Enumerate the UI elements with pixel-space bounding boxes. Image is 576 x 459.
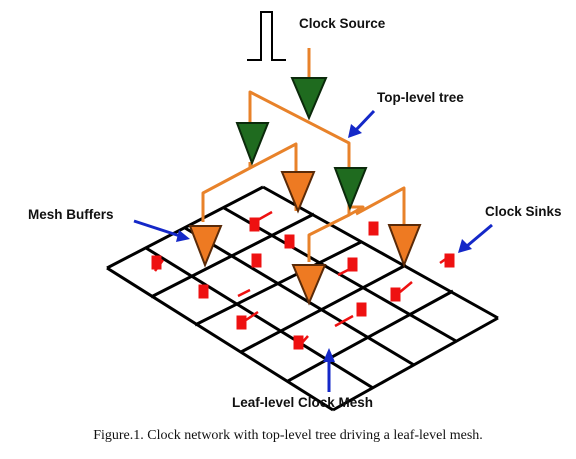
clock-sink (293, 335, 304, 350)
tree-wire (201, 162, 252, 222)
label-clock-source: Clock Source (299, 16, 386, 31)
mesh-buffers (188, 171, 422, 306)
clock-sink (444, 253, 455, 268)
arrowhead (323, 348, 335, 362)
arrow-clock-sinks (466, 223, 493, 248)
mesh-line (106, 266, 334, 412)
label-top-level-tree: Top-level tree (377, 90, 464, 105)
clock-sink (356, 302, 367, 317)
tree-wire (248, 90, 351, 170)
mesh-line (332, 316, 499, 412)
mesh-line (287, 289, 454, 383)
clock-sink (368, 221, 379, 236)
clock-sink (151, 255, 162, 270)
tree-wire (249, 142, 298, 172)
mesh-line (106, 185, 264, 270)
clock-sink (251, 253, 262, 268)
label-clock-sinks: Clock Sinks (485, 204, 562, 219)
mesh-line (184, 226, 415, 367)
tree-buffer (333, 167, 368, 211)
leaf-level-mesh (106, 185, 499, 412)
tree-buffers (235, 77, 368, 211)
mesh-line (240, 263, 407, 354)
clock-sink (236, 315, 247, 330)
mesh-line (145, 246, 374, 390)
arrowhead (348, 124, 362, 138)
arrowhead (458, 239, 472, 253)
arrow-mesh-buffers (133, 219, 181, 238)
clock-sink (390, 287, 401, 302)
clock-source-waveform (247, 11, 286, 61)
sink-stub (334, 314, 354, 328)
clock-sink (198, 284, 209, 299)
annotation-arrows (133, 109, 493, 392)
tree-wire (348, 205, 365, 217)
mesh-buffer (280, 171, 316, 214)
sink-stub (245, 310, 259, 322)
clock-sinks (151, 210, 455, 350)
clock-sink (284, 234, 295, 249)
arrow-top-level-tree (353, 109, 376, 133)
mesh-line (262, 185, 499, 320)
mesh-buffer (188, 225, 223, 268)
sink-stub (337, 266, 353, 277)
tree-buffer (290, 77, 328, 121)
sink-stub (237, 288, 251, 298)
clock-sink (249, 217, 260, 232)
label-mesh-buffers: Mesh Buffers (28, 207, 114, 222)
top-level-tree-wiring (201, 48, 406, 262)
mesh-buffer (291, 264, 327, 306)
label-leaf-level-mesh: Leaf-level Clock Mesh (232, 395, 373, 410)
mesh-buffer (387, 224, 422, 268)
clock-sink (347, 257, 358, 272)
sink-stub (399, 281, 413, 293)
arrowhead (176, 230, 190, 242)
tree-wire (355, 186, 406, 226)
tree-buffer (235, 122, 270, 166)
figure-caption: Figure.1. Clock network with top-level t… (93, 428, 483, 443)
